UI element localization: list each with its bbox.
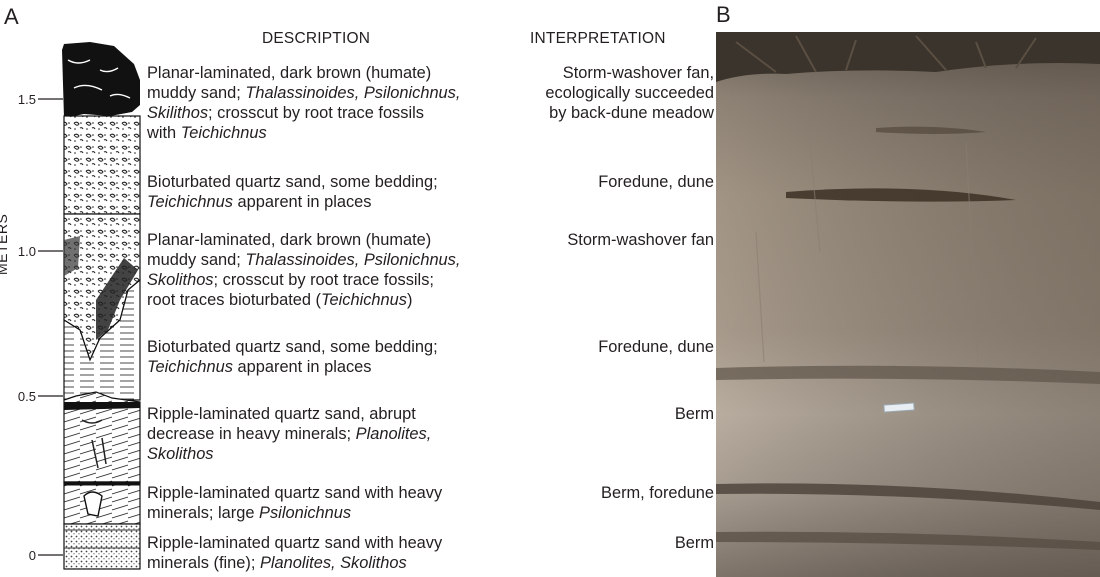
description-text: ; crosscut by root trace fossils	[208, 104, 424, 122]
description-line: Teichichnus apparent in places	[147, 357, 519, 377]
description-line: with Teichichnus	[147, 123, 519, 143]
column-body	[62, 42, 140, 569]
description-text: apparent in places	[233, 358, 372, 376]
interpretation-line: Berm	[474, 404, 714, 424]
description-line: minerals; large Psilonichnus	[147, 503, 519, 523]
description-text: Planar-laminated, dark brown (humate)	[147, 64, 431, 82]
interpretation-line: Berm, foredune	[474, 483, 714, 503]
taxon-name: Skolithos	[147, 445, 214, 463]
interpretation-line: by back-dune meadow	[474, 103, 714, 123]
taxon-name: Skolithos	[147, 271, 214, 289]
interpretation-line: Berm	[474, 533, 714, 553]
description-text: Bioturbated quartz sand, some bedding;	[147, 173, 438, 191]
description-text: Planar-laminated, dark brown (humate)	[147, 231, 431, 249]
description-line: Ripple-laminated quartz sand, abrupt	[147, 404, 519, 424]
unit-interpretation: Storm-washover fan,ecologically succeede…	[474, 63, 714, 123]
description-line: Skolithos	[147, 444, 519, 464]
unit-description: Bioturbated quartz sand, some bedding;Te…	[147, 337, 519, 377]
description-line: Skolithos; crosscut by root trace fossil…	[147, 270, 519, 290]
panel-label-b: B	[716, 4, 731, 26]
unit-description: Bioturbated quartz sand, some bedding;Te…	[147, 172, 519, 212]
description-text: decrease in heavy minerals;	[147, 425, 356, 443]
unit-interpretation: Storm-washover fan	[474, 230, 714, 250]
interpretation-line: Foredune, dune	[474, 172, 714, 192]
outcrop-photograph	[716, 32, 1100, 577]
taxon-name: Planolites,	[356, 425, 432, 443]
description-line: Bioturbated quartz sand, some bedding;	[147, 337, 519, 357]
taxon-name: Skilithos	[147, 104, 208, 122]
description-line: muddy sand; Thalassinoides, Psilonichnus…	[147, 83, 519, 103]
description-line: Ripple-laminated quartz sand with heavy	[147, 483, 519, 503]
description-line: Teichichnus apparent in places	[147, 192, 519, 212]
description-line: minerals (fine); Planolites, Skolithos	[147, 553, 519, 573]
description-line: root traces bioturbated (Teichichnus)	[147, 290, 519, 310]
stratigraphic-column	[0, 0, 150, 577]
description-text: muddy sand;	[147, 251, 245, 269]
unit-description: Planar-laminated, dark brown (humate)mud…	[147, 230, 519, 310]
description-text: minerals (fine);	[147, 554, 260, 572]
interpretation-line: Storm-washover fan,	[474, 63, 714, 83]
taxon-name: Thalassinoides, Psilonichnus,	[245, 84, 460, 102]
description-text: Ripple-laminated quartz sand with heavy	[147, 534, 442, 552]
unit-interpretation: Foredune, dune	[474, 172, 714, 192]
description-line: Skilithos; crosscut by root trace fossil…	[147, 103, 519, 123]
taxon-name: Teichichnus	[147, 193, 233, 211]
taxon-name: Planolites, Skolithos	[260, 554, 407, 572]
unit-interpretation: Foredune, dune	[474, 337, 714, 357]
unit-interpretation: Berm	[474, 533, 714, 553]
description-text: root traces bioturbated (	[147, 291, 321, 309]
unit-interpretation: Berm	[474, 404, 714, 424]
interpretation-line: Storm-washover fan	[474, 230, 714, 250]
description-line: Planar-laminated, dark brown (humate)	[147, 63, 519, 83]
description-text: minerals; large	[147, 504, 259, 522]
interpretation-header: INTERPRETATION	[530, 31, 666, 47]
axis-ticks	[38, 99, 63, 555]
description-text: with	[147, 124, 181, 142]
interpretation-line: ecologically succeeded	[474, 83, 714, 103]
description-text: ; crosscut by root trace fossils;	[214, 271, 434, 289]
taxon-name: Teichichnus	[181, 124, 267, 142]
description-line: Ripple-laminated quartz sand with heavy	[147, 533, 519, 553]
description-text: muddy sand;	[147, 84, 245, 102]
description-text: Bioturbated quartz sand, some bedding;	[147, 338, 438, 356]
description-line: Bioturbated quartz sand, some bedding;	[147, 172, 519, 192]
description-line: muddy sand; Thalassinoides, Psilonichnus…	[147, 250, 519, 270]
interpretation-line: Foredune, dune	[474, 337, 714, 357]
description-text: Ripple-laminated quartz sand with heavy	[147, 484, 442, 502]
description-text: Ripple-laminated quartz sand, abrupt	[147, 405, 416, 423]
unit-interpretation: Berm, foredune	[474, 483, 714, 503]
description-header: DESCRIPTION	[262, 31, 370, 47]
description-line: decrease in heavy minerals; Planolites,	[147, 424, 519, 444]
description-text: )	[407, 291, 412, 309]
taxon-name: Teichichnus	[321, 291, 407, 309]
taxon-name: Teichichnus	[147, 358, 233, 376]
description-line: Planar-laminated, dark brown (humate)	[147, 230, 519, 250]
taxon-name: Thalassinoides, Psilonichnus,	[245, 251, 460, 269]
description-text: apparent in places	[233, 193, 372, 211]
taxon-name: Psilonichnus	[259, 504, 351, 522]
unit-description: Planar-laminated, dark brown (humate)mud…	[147, 63, 519, 143]
